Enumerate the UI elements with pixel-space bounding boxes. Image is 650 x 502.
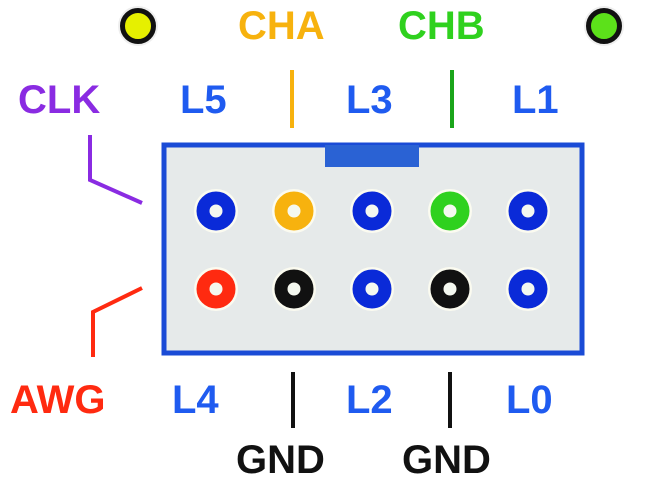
pin-awg <box>194 267 238 311</box>
l5-label: L5 <box>180 78 227 122</box>
pin-cha <box>272 189 316 233</box>
pin-l1 <box>506 189 550 233</box>
pin-chb <box>428 189 472 233</box>
clk-leader-line <box>88 135 143 205</box>
connector-body <box>161 142 585 356</box>
pin-l3 <box>350 189 394 233</box>
awg-label: AWG <box>10 378 106 422</box>
pin-l2 <box>350 267 394 311</box>
gnd-right-label: GND <box>402 438 491 482</box>
l3-label: L3 <box>346 78 393 122</box>
clk-label: CLK <box>18 78 101 122</box>
awg-leader-line <box>91 286 143 357</box>
green-led-icon <box>586 8 622 44</box>
yellow-led-icon <box>120 8 156 44</box>
l0-label: L0 <box>506 378 553 422</box>
chb-label: CHB <box>398 4 485 48</box>
pin-l5 <box>194 189 238 233</box>
pin-gnd <box>272 267 316 311</box>
cha-label: CHA <box>238 4 325 48</box>
gnd-left-label: GND <box>236 438 325 482</box>
connector-key <box>325 145 419 167</box>
l4-label: L4 <box>172 378 219 422</box>
pin-l0 <box>506 267 550 311</box>
l1-label: L1 <box>512 78 559 122</box>
l2-label: L2 <box>346 378 393 422</box>
pin-gnd <box>428 267 472 311</box>
